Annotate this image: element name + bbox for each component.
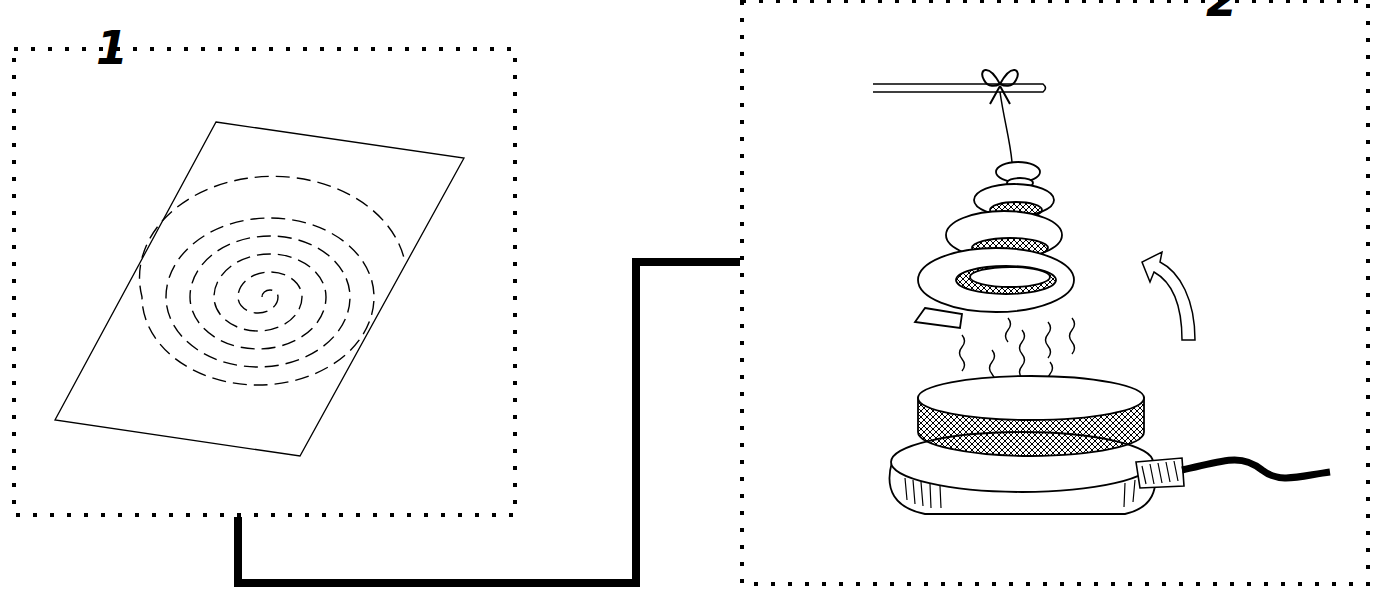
dotted-frame xyxy=(740,0,1370,586)
connector-line xyxy=(238,262,740,583)
stick xyxy=(873,84,1046,92)
paper-spiral xyxy=(915,162,1074,328)
dotted-frame xyxy=(12,47,517,517)
power-cord xyxy=(1136,458,1330,488)
panel-number: 1 xyxy=(96,25,128,71)
hot-plate xyxy=(889,376,1155,514)
panel-frame: 2 xyxy=(740,0,1370,586)
paper-sheet xyxy=(55,122,464,456)
dotted-border xyxy=(742,1,1368,584)
cut-spiral xyxy=(140,176,404,385)
panel-number: 2 xyxy=(1206,0,1238,23)
bow-knot xyxy=(982,70,1018,104)
dotted-border xyxy=(14,49,515,515)
thread xyxy=(1000,92,1012,162)
rotation-arrow xyxy=(1142,252,1195,340)
panel-frame: 1 xyxy=(12,47,517,517)
